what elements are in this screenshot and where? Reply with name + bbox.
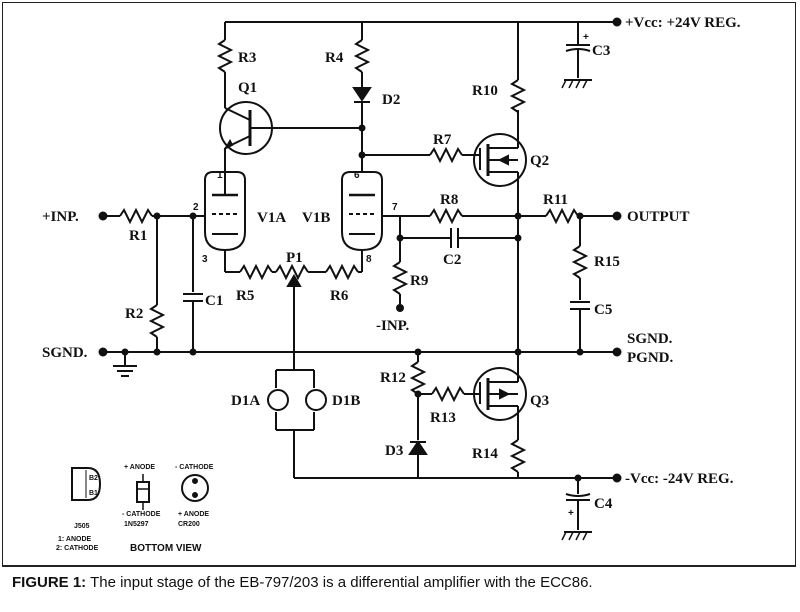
legend-cathode-minus2: - CATHODE	[175, 464, 214, 471]
r1-resistor	[119, 207, 153, 225]
r10-label: R10	[472, 83, 498, 99]
legend-part-cr200: CR200	[178, 521, 200, 528]
r15-resistor	[571, 245, 589, 279]
v1b-tube	[341, 171, 383, 252]
d1a-diode	[267, 389, 289, 411]
caption-separator	[2, 566, 796, 567]
d1b-diode	[305, 389, 327, 411]
svg-text:B1: B1	[89, 490, 98, 497]
c3-plate-b	[565, 48, 591, 52]
d3-label: D3	[385, 443, 403, 459]
caption-lead: FIGURE 1:	[12, 574, 87, 591]
input-pos-label: +INP.	[42, 209, 79, 225]
input-neg-label: -INP.	[376, 318, 409, 334]
svg-text:8: 8	[366, 254, 372, 265]
legend-bottom-view: BOTTOM VIEW	[130, 543, 202, 554]
q3-label: Q3	[530, 393, 549, 409]
r14-resistor	[509, 439, 527, 473]
v1b-label: V1B	[302, 210, 330, 226]
caption-text: The input stage of the EB-797/203 is a d…	[86, 574, 593, 591]
legend-j505: B2 B1	[71, 467, 102, 501]
d1a-label: D1A	[231, 393, 260, 409]
vee-label: -Vcc: -24V REG.	[625, 471, 734, 487]
r13-label: R13	[430, 410, 456, 426]
legend-anode-plus: + ANODE	[124, 464, 155, 471]
r11-label: R11	[543, 192, 568, 208]
r14-label: R14	[472, 446, 498, 462]
vcc-label: +Vcc: +24V REG.	[625, 15, 741, 31]
svg-text:1: 1	[217, 170, 223, 181]
q2-label: Q2	[530, 153, 549, 169]
r5-resistor	[239, 263, 273, 281]
legend-pin1: 1: ANODE	[58, 536, 92, 543]
r10-resistor	[509, 79, 527, 113]
r7-label: R7	[433, 132, 452, 148]
c5-label: C5	[594, 302, 612, 318]
r3-label: R3	[238, 50, 256, 66]
svg-text:+: +	[568, 508, 574, 519]
diagram-frame	[2, 2, 796, 566]
r9-label: R9	[410, 273, 428, 289]
v1a-label: V1A	[257, 210, 286, 226]
c3-label: C3	[592, 43, 610, 59]
svg-text:B2: B2	[89, 475, 98, 482]
r8-label: R8	[440, 192, 458, 208]
svg-text:2: 2	[193, 202, 199, 213]
schematic: +Vcc: +24V REG. + C3 R3 R4 D2 Q1 1 2 3 V…	[42, 15, 741, 554]
r1-label: R1	[129, 228, 147, 244]
p1-potentiometer	[275, 263, 309, 281]
legend-part-j505: J505	[74, 523, 90, 530]
q1-label: Q1	[238, 80, 257, 96]
r5-label: R5	[236, 288, 254, 304]
r2-resistor	[148, 304, 166, 338]
p1-label: P1	[286, 250, 303, 266]
q2-mosfet	[473, 133, 527, 187]
r2-label: R2	[125, 306, 143, 322]
svg-text:6: 6	[354, 170, 360, 181]
c1-label: C1	[205, 293, 223, 309]
r15-label: R15	[594, 254, 620, 270]
r4-label: R4	[325, 50, 344, 66]
v1a-tube	[204, 171, 246, 252]
output-label: OUTPUT	[627, 209, 690, 225]
r13-resistor	[431, 385, 465, 403]
legend-cr200	[181, 474, 209, 502]
sgnd-right-label: SGND.	[627, 331, 673, 347]
r8-resistor	[429, 207, 463, 225]
pgnd-right-label: PGND.	[627, 350, 673, 366]
r3-resistor	[216, 39, 234, 73]
d3-diode	[408, 440, 428, 455]
r12-resistor	[409, 361, 427, 395]
d2-label: D2	[382, 92, 400, 108]
legend-1n5297	[136, 474, 150, 510]
r11-resistor	[545, 207, 579, 225]
vcc-terminal	[612, 17, 622, 27]
figure-caption: FIGURE 1: The input stage of the EB-797/…	[12, 574, 792, 591]
svg-text:3: 3	[202, 254, 208, 265]
c4-plate-a	[565, 493, 591, 497]
d1b-label: D1B	[332, 393, 360, 409]
r6-resistor	[325, 263, 359, 281]
legend-anode-plus2: + ANODE	[178, 511, 209, 518]
svg-text:7: 7	[392, 202, 398, 213]
c4-label: C4	[594, 496, 613, 512]
svg-text:+: +	[583, 32, 589, 43]
d2-diode	[352, 87, 372, 102]
legend-part-1n5297: 1N5297	[124, 521, 149, 528]
r9-resistor	[391, 261, 409, 295]
c2-label: C2	[443, 252, 461, 268]
r4-resistor	[353, 39, 371, 73]
r6-label: R6	[330, 288, 349, 304]
legend-pin2: 2: CATHODE	[56, 545, 99, 552]
r12-label: R12	[380, 370, 406, 386]
legend-cathode-minus: - CATHODE	[122, 511, 161, 518]
r7-resistor	[429, 146, 463, 164]
sgnd-left-label: SGND.	[42, 345, 88, 361]
q3-mosfet	[473, 367, 527, 421]
